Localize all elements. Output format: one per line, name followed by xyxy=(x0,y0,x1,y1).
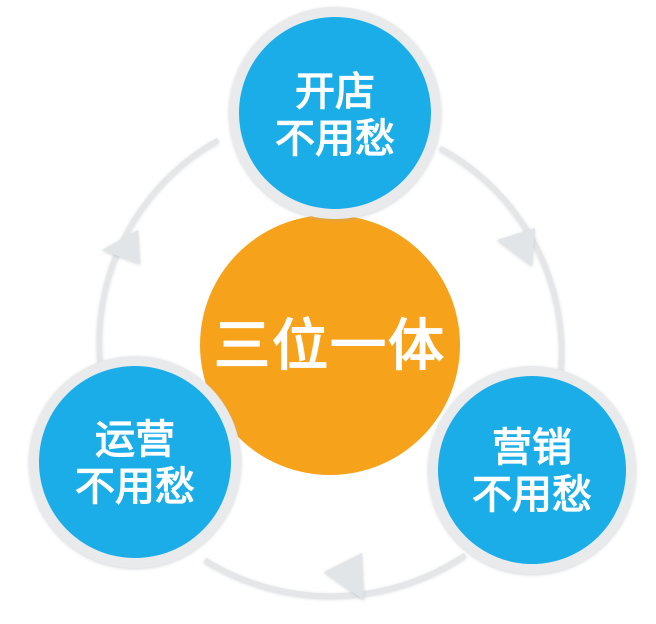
node-right-circle xyxy=(428,366,636,574)
node-top-line2: 不用愁 xyxy=(275,116,395,162)
node-top-circle xyxy=(229,7,441,219)
center-label: 三位一体 xyxy=(214,314,446,380)
node-left-line2: 不用愁 xyxy=(75,464,195,510)
node-top-label: 开店 不用愁 xyxy=(275,69,395,163)
node-left-label: 运营 不用愁 xyxy=(75,417,195,511)
node-top-line1: 开店 xyxy=(295,68,375,115)
node-left-circle xyxy=(29,356,241,568)
center-label-text: 三位一体 xyxy=(214,313,446,379)
arrow-icon-left-up xyxy=(102,230,140,264)
node-right-line2: 不用愁 xyxy=(472,472,592,518)
arrow-icon-bottom-left xyxy=(324,553,364,600)
node-left-line1: 运营 xyxy=(95,416,175,463)
center-circle xyxy=(200,215,460,475)
arrow-icon-right-down xyxy=(497,228,535,266)
node-right-line1: 营销 xyxy=(492,424,572,471)
node-right-label: 营销 不用愁 xyxy=(472,425,592,519)
